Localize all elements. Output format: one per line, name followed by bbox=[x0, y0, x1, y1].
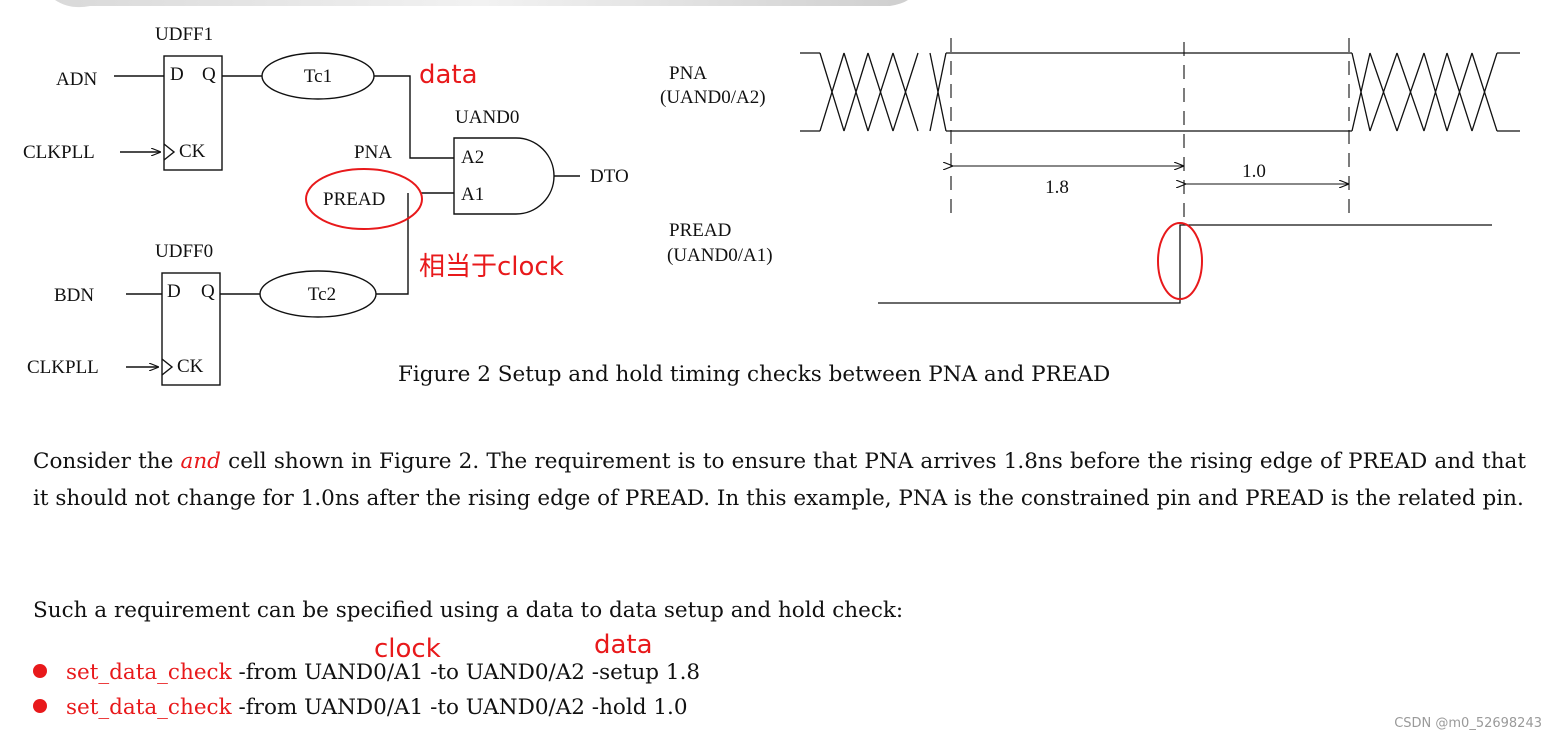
udff1-label: UDFF1 bbox=[155, 24, 213, 45]
hold-value: 1.0 bbox=[1242, 161, 1266, 182]
udff0-label: UDFF0 bbox=[155, 241, 213, 262]
rising-edge-highlight-circle bbox=[1157, 222, 1203, 300]
command-keyword: set_data_check bbox=[66, 695, 232, 720]
pna-wave-pin: (UAND0/A2) bbox=[660, 87, 766, 108]
tc2-label: Tc2 bbox=[308, 284, 336, 305]
udff1-pin-ck: CK bbox=[179, 141, 206, 162]
bullet-icon bbox=[33, 699, 47, 713]
pna-wave-label: PNA bbox=[669, 63, 707, 84]
tc2-ellipse bbox=[259, 270, 377, 318]
clock-annotation: clock bbox=[374, 634, 441, 664]
command-args: -from UAND0/A1 -to UAND0/A2 -setup 1.8 bbox=[231, 660, 701, 685]
pread-waveform bbox=[878, 224, 1492, 304]
paragraph-specification: Such a requirement can be specified usin… bbox=[33, 598, 904, 623]
note-data: data bbox=[419, 60, 478, 90]
command-args: -from UAND0/A1 -to UAND0/A2 -hold 1.0 bbox=[231, 695, 688, 720]
udff0-pin-d: D bbox=[167, 281, 181, 302]
bdn-label: BDN bbox=[54, 285, 94, 306]
uand0-gate bbox=[453, 137, 555, 215]
uand0-pin-a1: A1 bbox=[461, 184, 484, 205]
pread-net-label: PREAD bbox=[323, 189, 385, 210]
setup-value: 1.8 bbox=[1045, 177, 1069, 198]
uand0-label: UAND0 bbox=[455, 107, 519, 128]
udff1-pin-d: D bbox=[170, 64, 184, 85]
udff1-pin-q: Q bbox=[202, 64, 216, 85]
note-clock: 相当于clock bbox=[419, 252, 564, 282]
slide-top-edge bbox=[55, 0, 908, 8]
clkpll-label-0: CLKPLL bbox=[27, 357, 99, 378]
command-hold: set_data_check -from UAND0/A1 -to UAND0/… bbox=[33, 693, 688, 723]
paragraph-requirement: Consider the and cell shown in Figure 2.… bbox=[33, 443, 1526, 517]
udff0-pin-q: Q bbox=[201, 281, 215, 302]
waveform bbox=[800, 38, 1520, 304]
uand0-pin-a2: A2 bbox=[461, 147, 484, 168]
and-emphasis: and bbox=[180, 449, 221, 474]
clkpll-label-1: CLKPLL bbox=[23, 142, 95, 163]
data-annotation: data bbox=[594, 630, 653, 660]
tc1-label: Tc1 bbox=[304, 66, 332, 87]
pread-wave-label: PREAD bbox=[669, 220, 731, 241]
adn-label: ADN bbox=[56, 69, 97, 90]
udff0-pin-ck: CK bbox=[177, 356, 204, 377]
watermark: CSDN @m0_52698243 bbox=[1394, 716, 1542, 731]
command-setup: set_data_check -from UAND0/A1 -to UAND0/… bbox=[33, 658, 700, 688]
paragraph-1-lead: Consider the bbox=[33, 449, 181, 474]
pread-wave-pin: (UAND0/A1) bbox=[667, 245, 773, 266]
dto-label: DTO bbox=[590, 166, 629, 187]
bullet-icon bbox=[33, 664, 47, 678]
pna-net-label: PNA bbox=[354, 142, 392, 163]
schematic bbox=[114, 52, 580, 386]
figure-caption: Figure 2 Setup and hold timing checks be… bbox=[398, 362, 1110, 387]
pna-waveform bbox=[800, 52, 1520, 132]
paragraph-1-body: cell shown in Figure 2. The requirement … bbox=[33, 449, 1526, 511]
command-keyword: set_data_check bbox=[66, 660, 232, 685]
pread-highlight-circle bbox=[305, 168, 423, 230]
